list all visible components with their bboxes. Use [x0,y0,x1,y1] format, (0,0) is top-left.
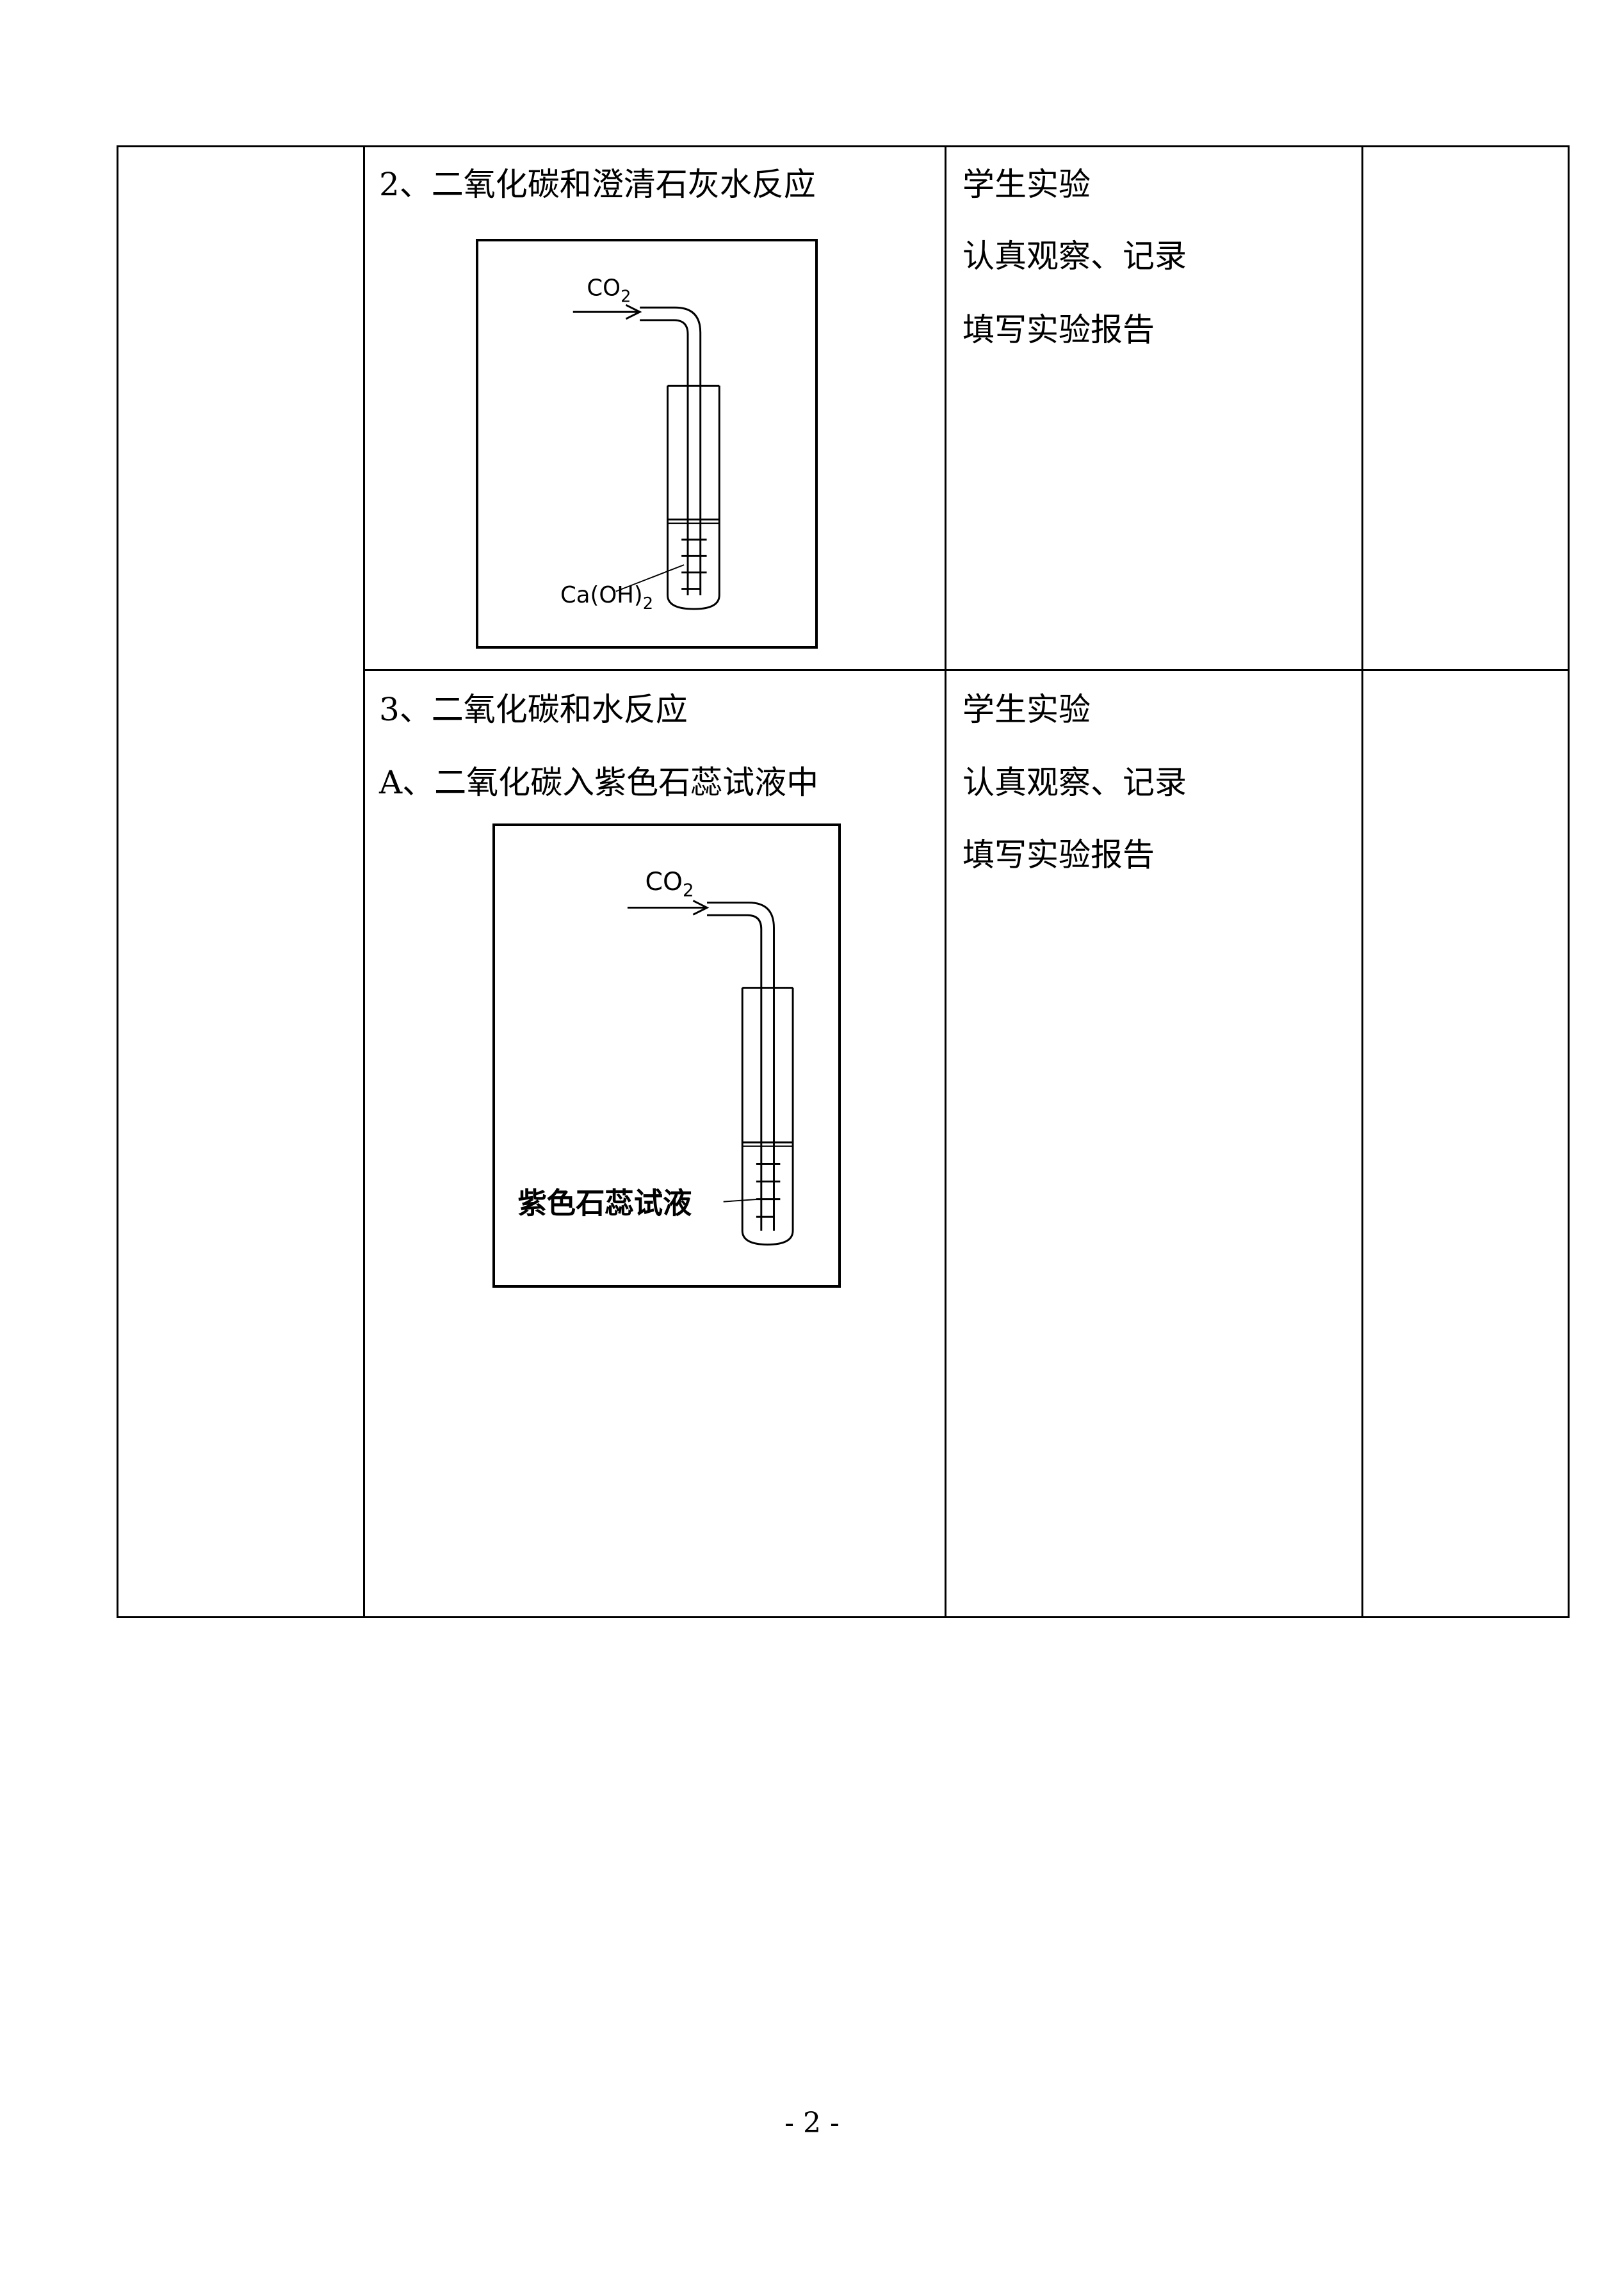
column-divider-2 [945,145,946,1618]
table-right-border [1568,145,1570,1618]
row1-activity-2: 认真观察、记录 [962,238,1187,275]
calcium-hydroxide-label: Ca(OH)2 [560,582,653,613]
litmus-solution-label: 紫色石蕊试液 [517,1186,692,1220]
co2-label: CO2 [587,275,631,307]
co2-label: CO2 [646,867,694,901]
litmus-apparatus-figure: CO2 紫色石蕊试液 [492,823,841,1288]
row2-content-subtitle: A、二氧化碳入紫色石蕊试液中 [379,764,819,801]
litmus-apparatus-diagram: CO2 紫色石蕊试液 [517,867,794,1246]
row2-content-title: 3、二氧化碳和水反应 [379,691,688,728]
row1-content-title: 2、二氧化碳和澄清石灰水反应 [379,166,816,203]
row-divider [363,669,1570,671]
row2-activity-1: 学生实验 [962,691,1091,728]
column-divider-1 [363,145,365,1618]
row1-activity-3: 填写实验报告 [962,311,1155,348]
lime-water-apparatus-figure: CO2 Ca(OH)2 [476,239,818,649]
lime-water-apparatus-diagram: CO2 Ca(OH)2 [560,275,720,613]
table-left-border [117,145,118,1618]
page-number: - 2 - [784,2107,840,2139]
row2-activity-3: 填写实验报告 [962,836,1155,873]
table-bottom-border [117,1616,1570,1618]
column-divider-3 [1361,145,1363,1618]
row1-activity-1: 学生实验 [962,166,1091,203]
table-top-border [117,145,1570,147]
row2-activity-2: 认真观察、记录 [962,764,1187,801]
